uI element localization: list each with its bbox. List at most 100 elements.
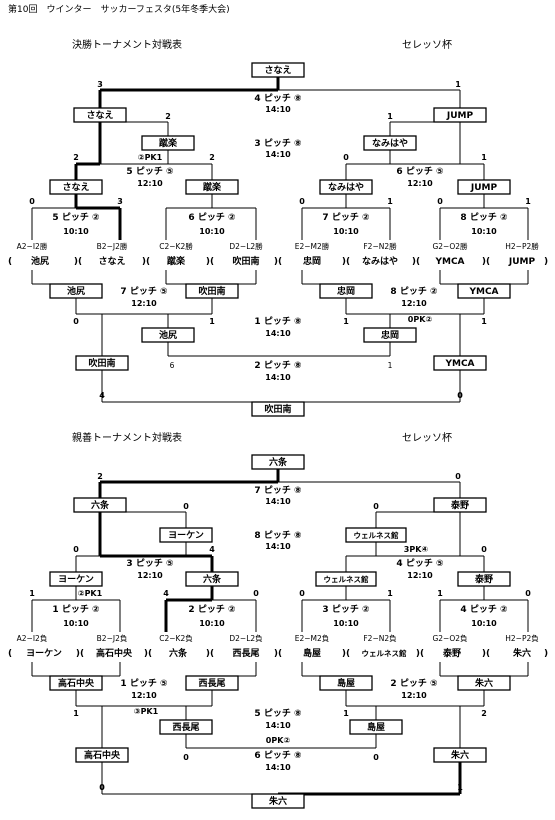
friendly-r2-pitch-right: 4 ピッチ ⑤	[396, 557, 443, 569]
friendly-low-score-5: 0	[183, 753, 189, 762]
final-r2-score-rl: 0	[343, 153, 349, 162]
friendly-r3-pitch-2: 2 ピッチ ②	[188, 603, 235, 615]
final-r2-score-rr: 1	[481, 153, 487, 162]
friendly-low-score-1: 1	[73, 709, 79, 718]
friendly-r2-pk: 3PK④	[404, 545, 429, 554]
friendly-r3-pitch-1: 1 ピッチ ②	[52, 603, 99, 615]
final-heading: 決勝トーナメント対戦表	[72, 38, 182, 51]
final-r3-team-2: 蹴楽	[203, 181, 222, 193]
final-bottom-time: 14:10	[265, 373, 291, 382]
friendly-semi-left: 六条	[91, 499, 110, 511]
final-low-team-3: 忠岡	[337, 285, 355, 297]
svg-text:)(: )(	[412, 257, 420, 267]
final-bottom-team-1: 吹田南	[88, 357, 115, 369]
friendly-qf-left: ヨーケン	[168, 530, 204, 541]
friendly-r3-score-4r: 0	[525, 589, 531, 598]
svg-text:): )	[544, 649, 548, 659]
final-slot-labels: A2−I2勝 B2−J2勝 C2−K2勝 D2−L2勝 E2−M2勝 F2−N2…	[17, 241, 540, 251]
final-r0-score-left: 3	[97, 80, 103, 89]
final-r2-time2: 12:10	[137, 179, 163, 188]
final-bottom-pitch: 2 ピッチ ⑧	[254, 359, 302, 371]
final-r0-pitch: 4 ピッチ ⑧	[254, 92, 302, 104]
final-low-winner: 吹田南	[264, 403, 291, 415]
svg-text:)(: )(	[342, 649, 350, 659]
friendly-r3-time-1: 10:10	[63, 619, 89, 628]
friendly-r3-score-2r: 0	[253, 589, 259, 598]
friendly-slot-8: H2−P2負	[505, 633, 539, 643]
friendly-low-score-4: 2	[481, 709, 487, 718]
final-low-score-3: 1	[343, 317, 349, 326]
friendly-r2-score-rr: 0	[481, 545, 487, 554]
friendly-r2-score-ll: 0	[73, 545, 79, 554]
page-title: 第10回 ウインター サッカーフェスタ(5年冬季大会)	[8, 3, 230, 15]
friendly-r3-score-2l: 4	[163, 589, 169, 598]
final-entrant-5: 忠岡	[303, 255, 321, 267]
svg-text:)(: )(	[76, 649, 84, 659]
friendly-slot-5: E2−M2負	[295, 633, 330, 643]
friendly-low-time-right: 12:10	[401, 691, 427, 700]
friendly-qf-right: ウェルネス館	[354, 530, 399, 540]
final-r1-score-rl: 1	[387, 112, 393, 121]
final-entrants: (池尻)( さなえ)( 蹴楽)( 吹田南)( 忠岡)( なみはや)( YMCA)…	[8, 255, 548, 267]
svg-text:)(: )(	[342, 257, 350, 267]
friendly-low-score-7: 0	[99, 783, 105, 792]
final-low-pitch-left: 7 ピッチ ⑤	[120, 285, 167, 297]
final-r3-pitch-3: 7 ピッチ ②	[322, 211, 369, 223]
svg-text:): )	[544, 257, 548, 267]
final-slot-4: D2−L2勝	[229, 241, 263, 251]
final-low-mid-time: 14:10	[265, 329, 291, 338]
friendly-entrant-1: ヨーケン	[26, 648, 62, 659]
friendly-r3-pitch-4: 4 ピッチ ②	[460, 603, 507, 615]
final-low-time-left: 12:10	[131, 299, 157, 308]
friendly-slot-6: F2−N2負	[363, 633, 397, 643]
final-mid-team-2: 忠岡	[381, 329, 399, 341]
friendly-r1-score-l: 0	[183, 502, 189, 511]
final-qf-left: 蹴楽	[159, 137, 178, 149]
friendly-low-winner-box	[251, 793, 305, 809]
friendly-r1-score-r: 0	[373, 502, 379, 511]
svg-text:)(: )(	[206, 649, 214, 659]
final-low-winner-box	[251, 401, 305, 417]
final-r3-score-4r: 1	[525, 197, 531, 206]
friendly-r3-team-2: 六条	[203, 573, 222, 585]
final-entrant-6: なみはや	[362, 256, 398, 267]
final-r3-pitch-1: 5 ピッチ ②	[52, 211, 99, 223]
final-r3-pitch-2: 6 ピッチ ②	[188, 211, 235, 223]
friendly-low-time-left: 12:10	[131, 691, 157, 700]
svg-text:)(: )(	[74, 257, 82, 267]
friendly-entrant-2: 高石中央	[96, 647, 133, 659]
final-slot-5: E2−M2勝	[295, 241, 330, 251]
final-r3-score-1r: 3	[117, 197, 123, 206]
final-low-team-4: YMCA	[468, 287, 498, 297]
friendly-r3-team-1: ヨーケン	[58, 574, 94, 585]
friendly-r0-pitch: 7 ピッチ ⑧	[254, 484, 302, 496]
friendly-entrant-6: ウェルネス館	[362, 648, 407, 658]
friendly-r3-score-4l: 1	[437, 589, 443, 598]
friendly-r2-pitch-left: 8 ピッチ ⑧	[254, 529, 302, 541]
final-low-time-right: 12:10	[401, 299, 427, 308]
friendly-entrant-3: 六条	[169, 647, 188, 659]
final-r2-score-lr: 2	[209, 153, 215, 162]
final-bottom-team-2: YMCA	[444, 359, 474, 369]
friendly-r2-time-left: 14:10	[265, 542, 291, 551]
final-mid-team-1: 池尻	[159, 329, 177, 341]
final-slot-7: G2−O2勝	[432, 241, 468, 251]
friendly-low-team-2: 西長尾	[198, 678, 225, 689]
final-low-score-4: 1	[481, 317, 487, 326]
final-slot-3: C2−K2勝	[159, 241, 193, 251]
final-r3-team-4: JUMP	[470, 183, 498, 193]
final-low-team-2: 吹田南	[198, 285, 225, 297]
friendly-r3-team-4: 泰野	[474, 573, 493, 585]
friendly-r3-time-4: 10:10	[471, 619, 497, 628]
friendly-bottom-pitch: 6 ピッチ ⑧	[254, 749, 302, 761]
friendly-r2-pitch2: 3 ピッチ ⑤	[126, 557, 173, 569]
final-r3-time-1: 10:10	[63, 227, 89, 236]
final-r3-pitch-4: 8 ピッチ ②	[460, 211, 507, 223]
svg-text:)(: )(	[416, 649, 424, 659]
final-r0-time: 14:10	[265, 105, 291, 114]
svg-text:)(: )(	[482, 649, 490, 659]
final-r2-pitch-right: 6 ピッチ ⑤	[396, 165, 443, 177]
friendly-low-team-4: 朱六	[474, 677, 493, 689]
friendly-entrant-5: 島屋	[303, 647, 321, 659]
